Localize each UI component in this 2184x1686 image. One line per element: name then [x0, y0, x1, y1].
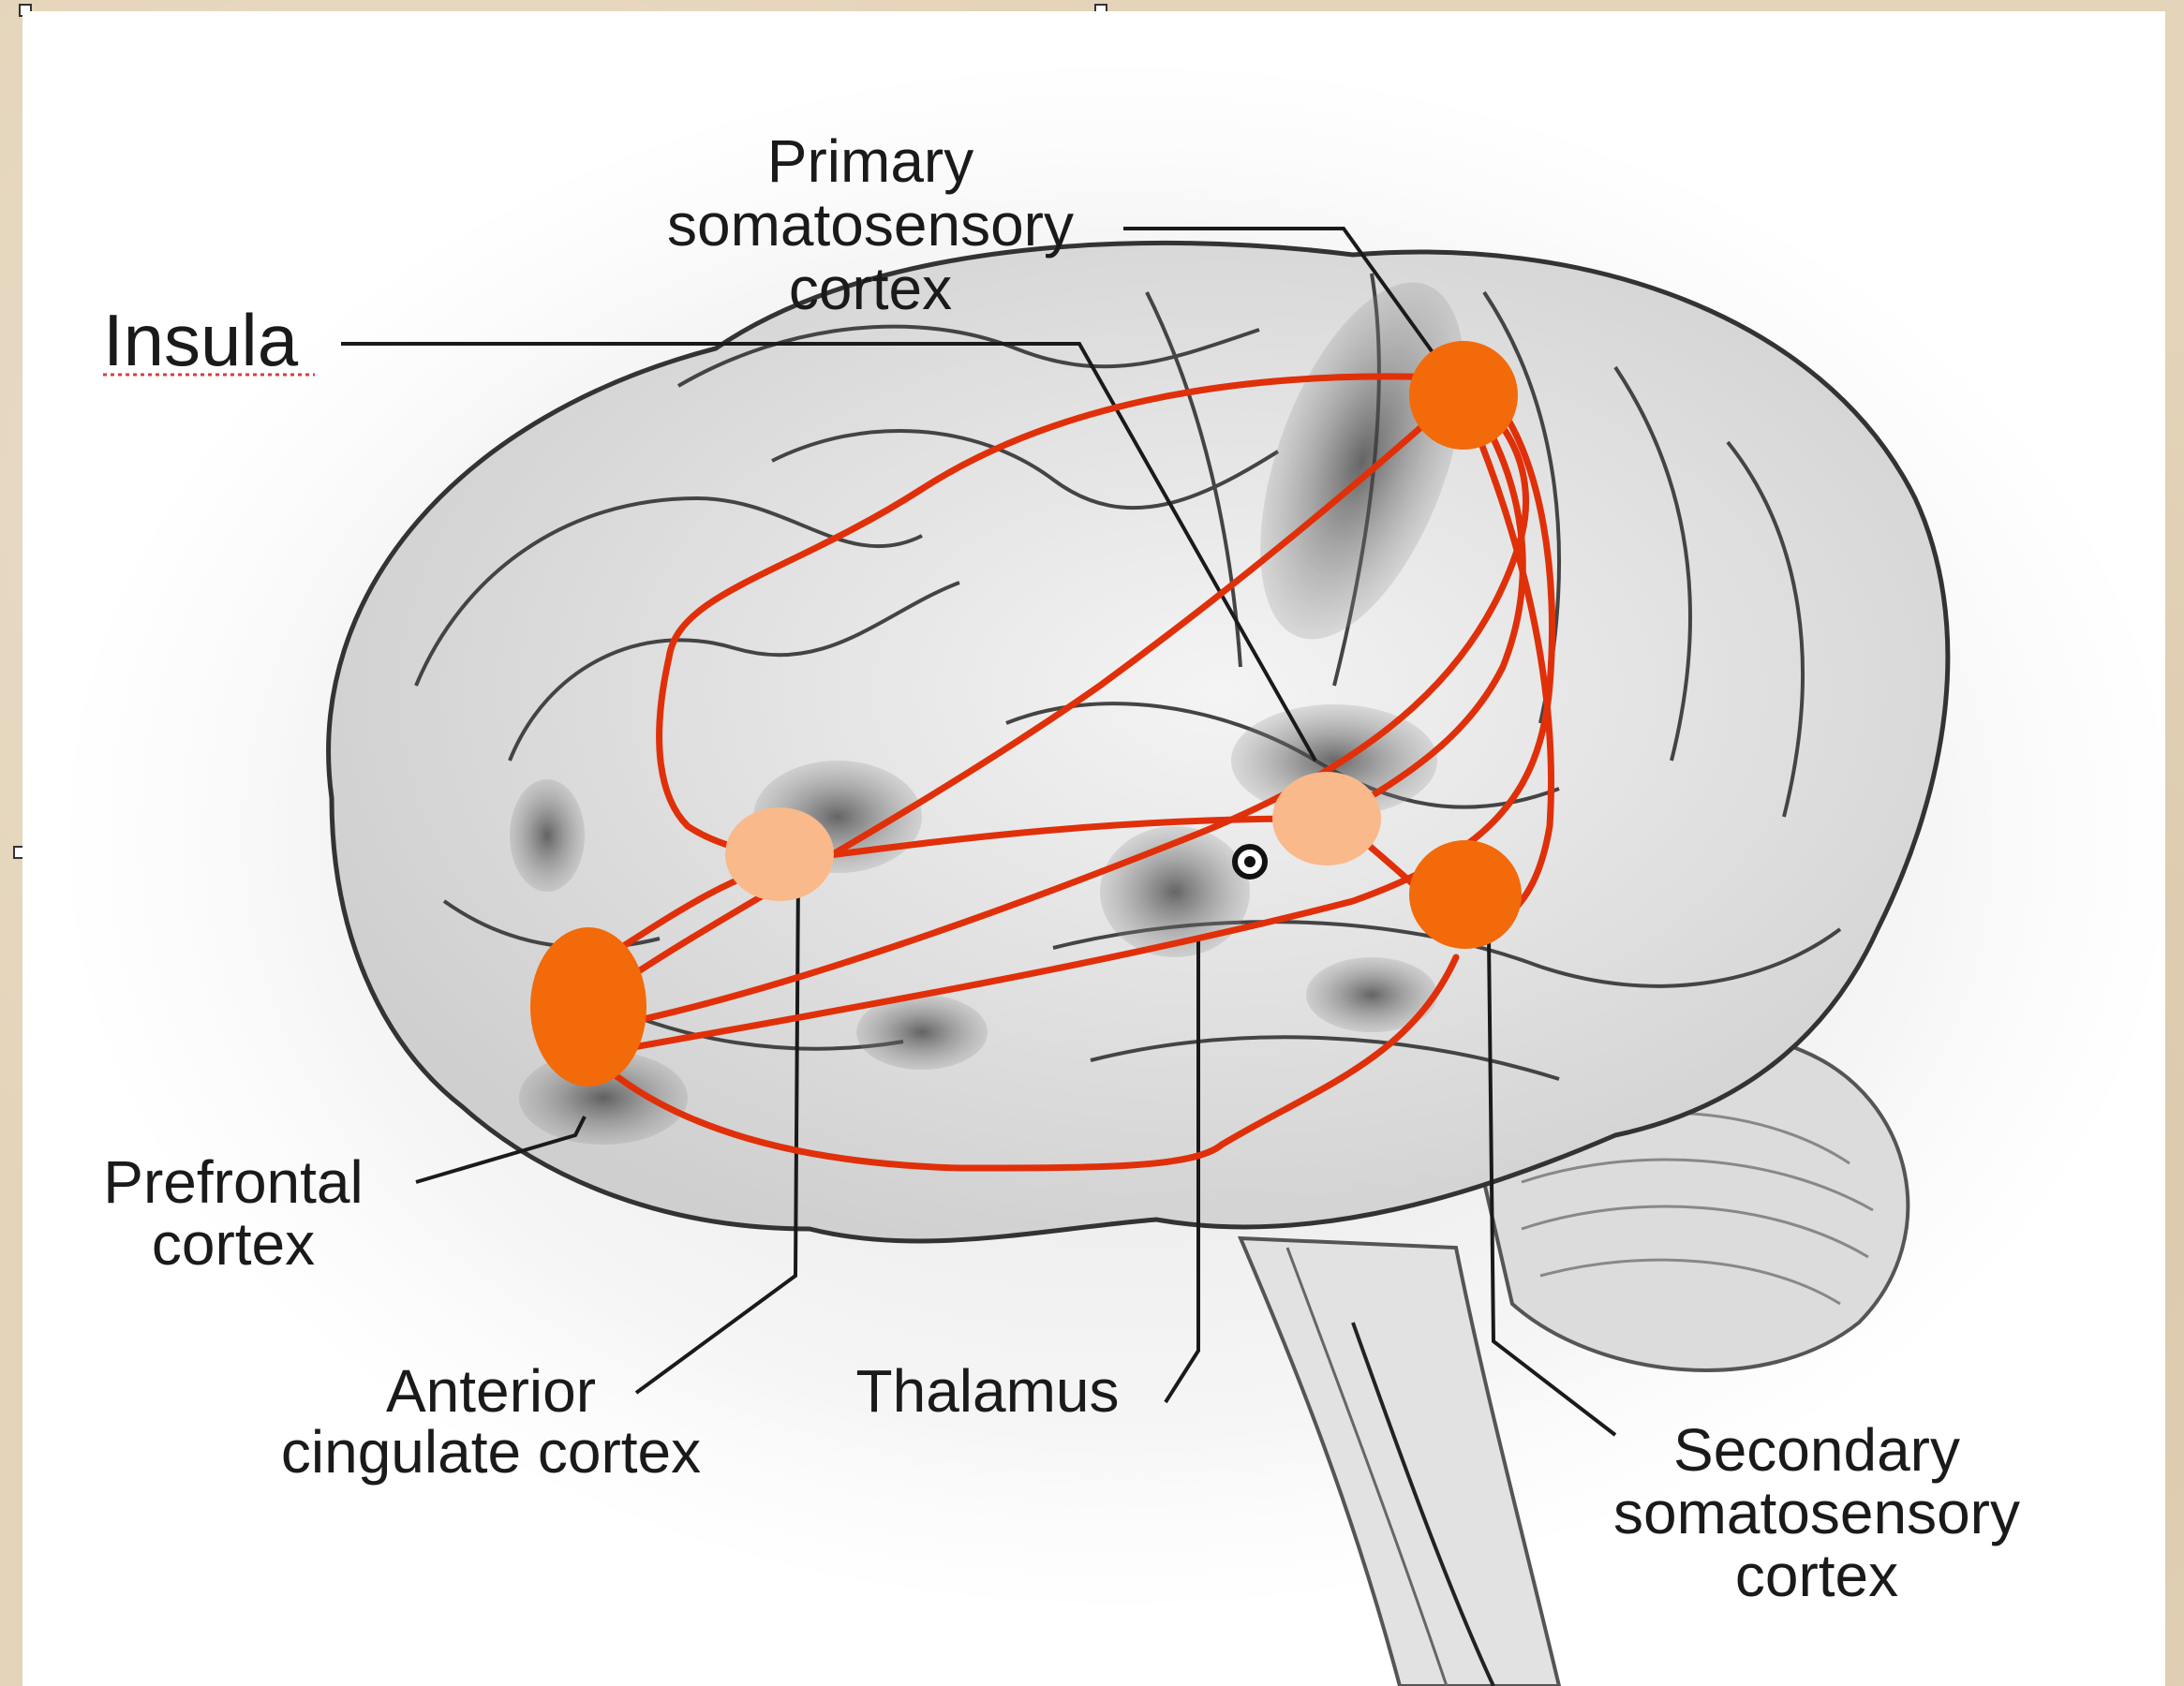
diagram-panel: Insula Primary somatosensory cortex Pref…	[22, 11, 2165, 1686]
label-prefrontal-line1: Prefrontal	[103, 1148, 363, 1216]
label-secondary-line2: somatosensory	[1613, 1479, 2020, 1546]
brain-diagram: Insula Primary somatosensory cortex Pref…	[22, 11, 2165, 1686]
label-primary-line3: cortex	[789, 255, 952, 322]
label-primary-line1: Primary	[767, 127, 973, 195]
node-anterior-cingulate	[725, 807, 834, 901]
label-primary-line2: somatosensory	[667, 191, 1074, 259]
node-prefrontal	[530, 927, 646, 1087]
label-anterior-line1: Anterior	[386, 1357, 596, 1425]
node-insula	[1272, 772, 1381, 865]
label-secondary-line3: cortex	[1735, 1542, 1898, 1609]
label-prefrontal-line2: cortex	[152, 1210, 315, 1278]
label-thalamus: Thalamus	[856, 1357, 1120, 1425]
node-primary-somatosensory	[1409, 341, 1518, 450]
label-insula: Insula	[103, 299, 299, 381]
label-secondary-line1: Secondary	[1673, 1416, 1960, 1484]
label-anterior-line2: cingulate cortex	[281, 1418, 701, 1486]
node-secondary-somatosensory	[1409, 840, 1522, 949]
